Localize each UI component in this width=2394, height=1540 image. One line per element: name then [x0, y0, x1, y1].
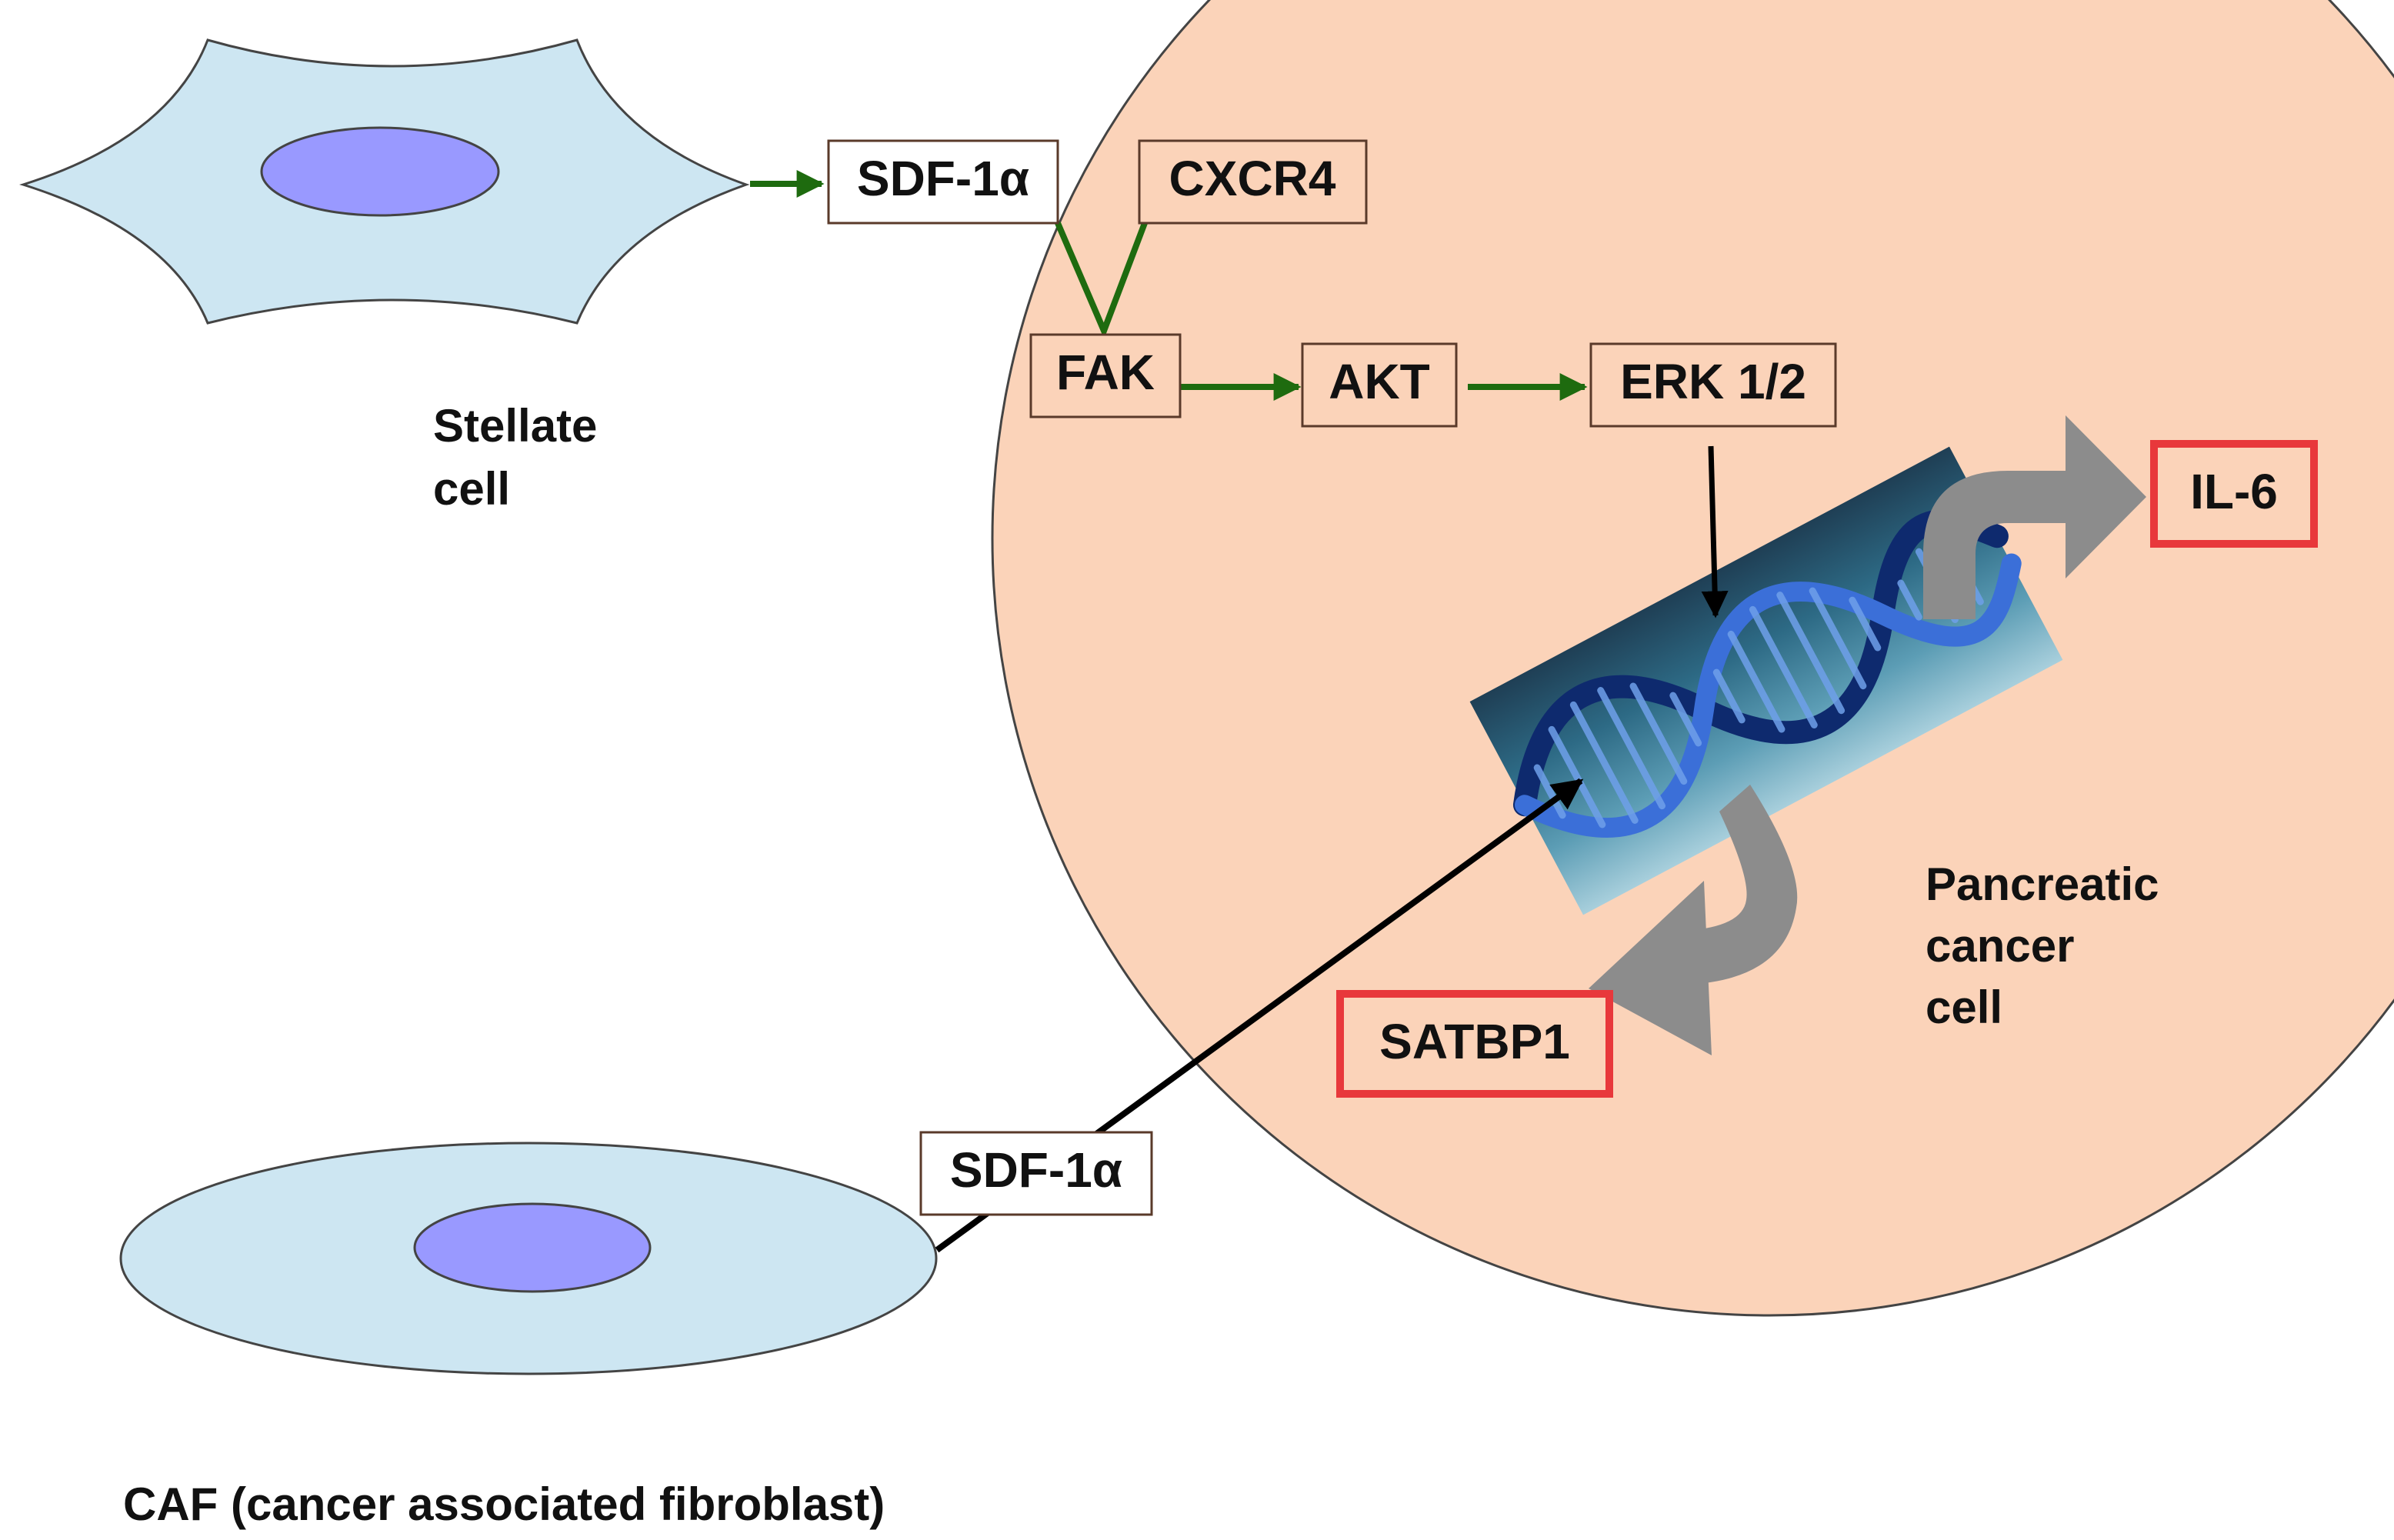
stellate-nucleus: [260, 126, 500, 217]
node-sdf1a-top-label: SDF-1α: [857, 151, 1029, 206]
node-satbp1-label: SATBP1: [1379, 1014, 1570, 1069]
node-fak: FAK: [1029, 333, 1182, 418]
caf-cell: [119, 1142, 938, 1375]
stellate-cell-label-line-2: cell: [433, 463, 510, 515]
caf-cell-label: CAF (cancer associated fibroblast): [123, 1478, 885, 1530]
node-satbp1: SATBP1: [1336, 990, 1613, 1098]
node-akt: AKT: [1301, 342, 1458, 428]
pancreatic-cell-label-line-2: cancer: [1926, 920, 2074, 972]
node-il6-label: IL-6: [2190, 464, 2278, 519]
arrow-dna-to-satbp1: [1589, 785, 1798, 1055]
stellate-cell: [19, 38, 750, 325]
node-fak-label: FAK: [1056, 345, 1155, 400]
node-cxcr4-label: CXCR4: [1169, 151, 1336, 206]
pancreatic-cell-label-line-3: cell: [1926, 982, 2002, 1033]
node-sdf1a-bottom-label: SDF-1α: [950, 1142, 1122, 1198]
arrow-erk-to-dna: [1701, 445, 1729, 618]
pancreatic-cell-label-line-1: Pancreatic: [1926, 858, 2159, 910]
node-il6: IL-6: [2150, 440, 2318, 548]
caf-nucleus: [413, 1202, 652, 1293]
dna-helix-icon: [1469, 446, 2063, 915]
sdf1a-cxcr4-binding-line: [1055, 222, 1148, 339]
pancreatic-cancer-cell-label: Pancreatic cancer cell: [1926, 858, 2159, 1033]
node-cxcr4: CXCR4: [1138, 139, 1368, 225]
stellate-cell-label: Stellate cell: [433, 400, 597, 515]
node-sdf1a-bottom: SDF-1α: [919, 1131, 1153, 1216]
stellate-cell-label-line-1: Stellate: [433, 400, 597, 452]
arrow-dna-to-il6: [1923, 415, 2146, 619]
node-erk: ERK 1/2: [1589, 342, 1837, 428]
node-erk-label: ERK 1/2: [1620, 354, 1806, 409]
node-sdf1a-top: SDF-1α: [827, 139, 1059, 225]
node-akt-label: AKT: [1329, 354, 1430, 409]
